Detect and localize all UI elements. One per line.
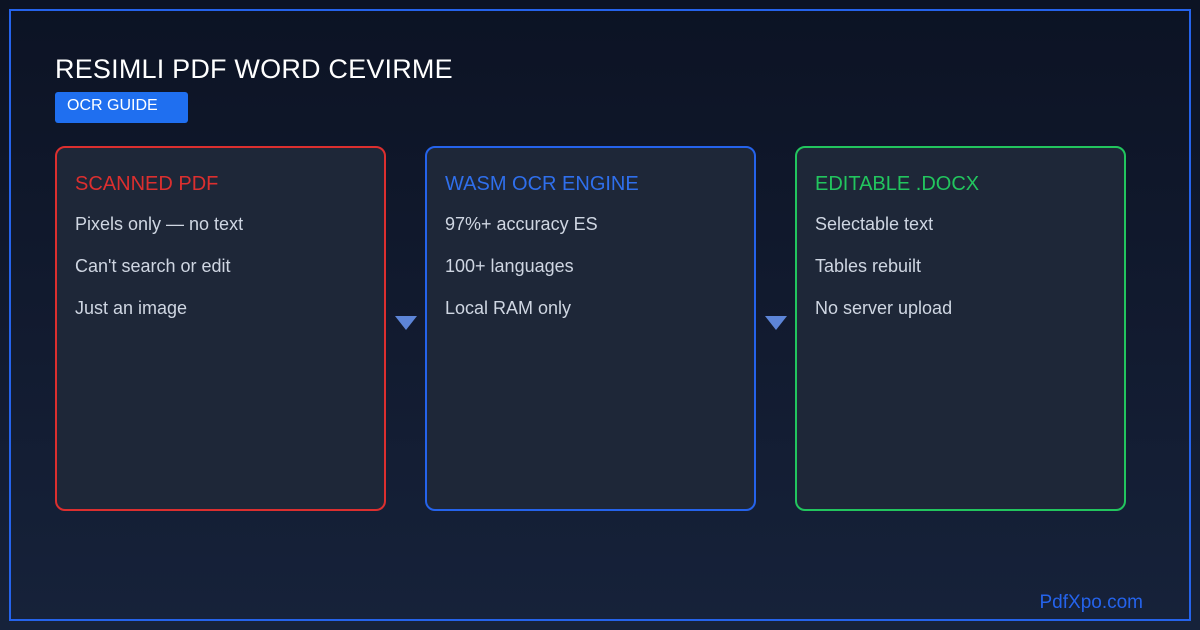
- step-heading: SCANNED PDF: [75, 173, 219, 195]
- step-heading: WASM OCR ENGINE: [445, 173, 639, 195]
- step-heading: EDITABLE .DOCX: [815, 173, 980, 195]
- step-feature-list: 97%+ accuracy ES 100+ languages Local RA…: [445, 213, 754, 319]
- step-feature: Pixels only — no text: [75, 214, 244, 234]
- frame-border: [9, 9, 1191, 621]
- step-feature: Local RAM only: [445, 298, 572, 318]
- triangle-down-icon: [395, 316, 417, 330]
- step-feature: Just an image: [75, 298, 188, 318]
- step-feature: Selectable text: [815, 214, 934, 234]
- triangle-down-icon: [765, 316, 787, 330]
- page-title: RESIMLI PDF WORD CEVIRME: [55, 54, 453, 84]
- step-feature: 97%+ accuracy ES: [445, 214, 598, 234]
- step-card-editable-docx: EDITABLE .DOCX Selectable text Tables re…: [795, 146, 1126, 511]
- step-feature-list: Pixels only — no text Can't search or ed…: [75, 213, 384, 319]
- step-feature: No server upload: [815, 298, 953, 318]
- step-card-ocr-engine: WASM OCR ENGINE 97%+ accuracy ES 100+ la…: [425, 146, 756, 511]
- step-feature: Can't search or edit: [75, 256, 231, 276]
- step-feature: 100+ languages: [445, 256, 574, 276]
- step-feature: Tables rebuilt: [815, 256, 922, 276]
- step-feature-list: Selectable text Tables rebuilt No server…: [815, 213, 1124, 319]
- step-card-scanned-pdf: SCANNED PDF Pixels only — no text Can't …: [55, 146, 386, 511]
- brand-link[interactable]: PdfXpo.com: [1039, 592, 1144, 613]
- category-badge: OCR GUIDE: [55, 92, 188, 123]
